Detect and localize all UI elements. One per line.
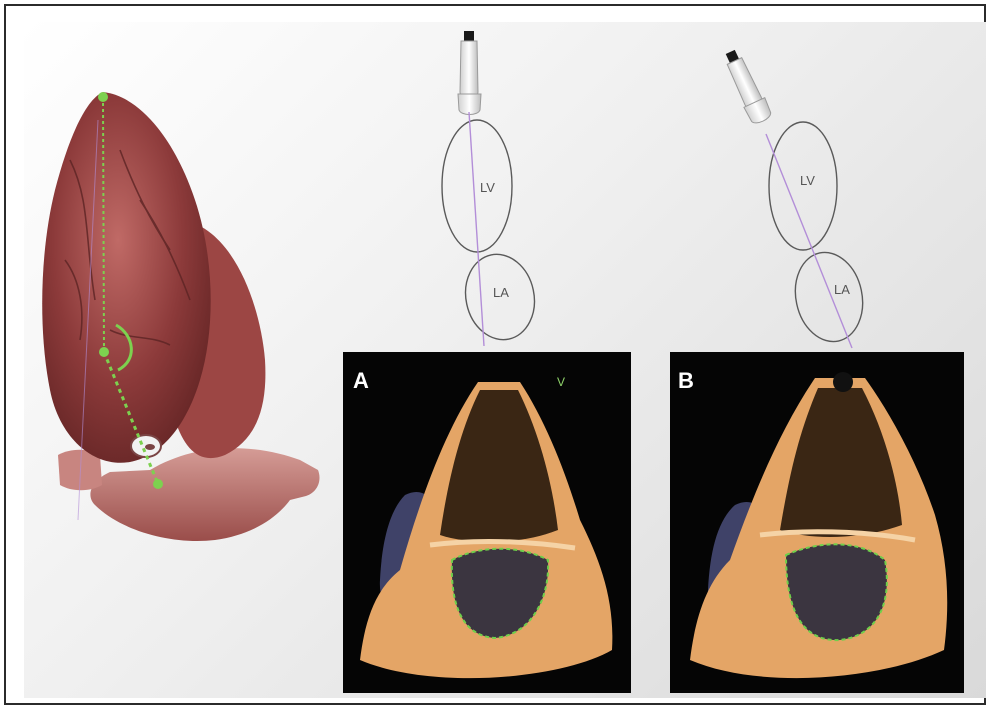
echo-panel-a: A V <box>343 352 631 693</box>
echo-panel-b: B <box>670 352 964 693</box>
apex-point <box>98 92 108 102</box>
ultrasound-probe-a <box>458 31 481 115</box>
lv-label-a: LV <box>480 180 495 195</box>
scan-line-a <box>469 112 484 346</box>
schematic-a: LV LA <box>442 31 542 346</box>
corner-marker-a: V <box>557 375 565 389</box>
la-label-a: LA <box>493 285 509 300</box>
schematic-b: LV LA <box>720 47 870 348</box>
panel-label-b: B <box>678 368 694 393</box>
base-point <box>153 479 163 489</box>
panel-label-a: A <box>353 368 369 393</box>
la-outline-b <box>787 246 870 348</box>
la-label-b: LA <box>834 282 850 297</box>
scan-line-b <box>766 134 852 348</box>
heart-model <box>42 92 319 541</box>
ultrasound-probe-b <box>720 47 773 126</box>
lv-label-b: LV <box>800 173 815 188</box>
mid-point <box>99 347 109 357</box>
